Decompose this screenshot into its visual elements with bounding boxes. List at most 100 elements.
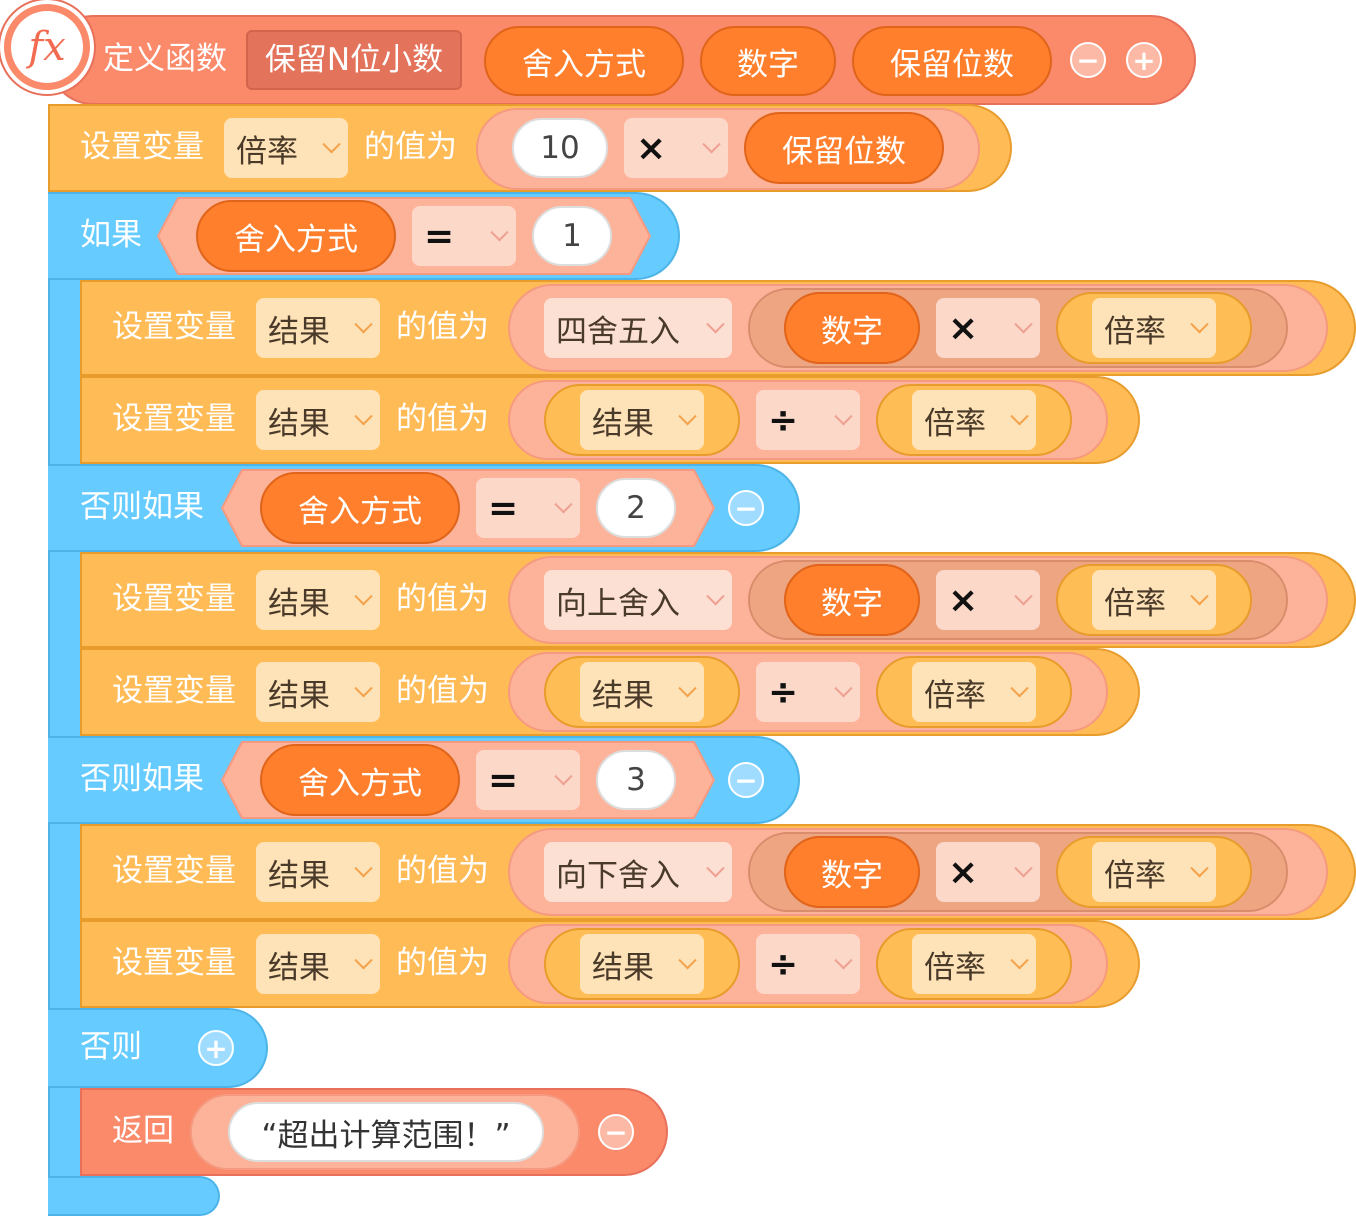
comparison-value-input[interactable]: 2	[596, 478, 676, 538]
rate-variable-dropdown[interactable]: 倍率	[1092, 570, 1216, 630]
dropdown-value: =	[424, 215, 455, 257]
param-digits[interactable]: 保留位数	[852, 26, 1052, 96]
result-variable-dropdown[interactable]: 结果	[256, 842, 380, 902]
rate-variable-dropdown[interactable]: 倍率	[912, 662, 1036, 722]
operator-dropdown[interactable]: ×	[624, 118, 728, 178]
dropdown-value: ×	[948, 307, 979, 349]
else-header[interactable]	[48, 1008, 268, 1088]
chevron-down-icon	[1014, 586, 1033, 605]
set-variable-label: 设置变量	[112, 309, 236, 345]
comparison-dropdown[interactable]: =	[412, 206, 516, 266]
operator-dropdown[interactable]: ×	[936, 298, 1040, 358]
dropdown-value: 向下舍入	[556, 857, 680, 894]
result-variable-dropdown[interactable]: 结果	[256, 570, 380, 630]
rate-variable-dropdown[interactable]: 倍率	[224, 118, 348, 178]
if-label: 如果	[80, 217, 142, 253]
chevron-down-icon	[1014, 858, 1033, 877]
chevron-down-icon	[834, 678, 853, 697]
comparison-value-input[interactable]: 3	[596, 750, 676, 810]
comparison-value-input[interactable]: 1	[532, 206, 612, 266]
value-label: 的值为	[396, 945, 489, 981]
dropdown-value: 倍率	[924, 949, 986, 986]
dropdown-value: 倍率	[1104, 313, 1166, 350]
result-variable-dropdown[interactable]: 结果	[256, 390, 380, 450]
remove-return-button[interactable]: −	[598, 1114, 634, 1150]
result-variable-dropdown[interactable]: 结果	[256, 934, 380, 994]
chevron-down-icon	[354, 950, 373, 969]
operator-dropdown[interactable]: ÷	[756, 934, 860, 994]
remove-branch-button[interactable]: −	[728, 762, 764, 798]
chevron-down-icon	[1014, 314, 1033, 333]
result-variable-dropdown[interactable]: 结果	[256, 662, 380, 722]
function-name-field[interactable]: 保留N位小数	[246, 30, 462, 90]
param-number-reporter[interactable]: 数字	[784, 564, 920, 636]
result-variable-dropdown[interactable]: 结果	[580, 662, 704, 722]
value-label: 的值为	[396, 673, 489, 709]
param-rounding-mode-reporter[interactable]: 舍入方式	[260, 472, 460, 544]
dropdown-value: =	[488, 759, 519, 801]
operator-dropdown[interactable]: ÷	[756, 390, 860, 450]
result-variable-dropdown[interactable]: 结果	[580, 934, 704, 994]
value-label: 的值为	[396, 853, 489, 889]
param-rounding-mode[interactable]: 舍入方式	[484, 26, 684, 96]
param-number-reporter[interactable]: 数字	[784, 292, 920, 364]
else-label: 否则	[80, 1029, 142, 1065]
chevron-down-icon	[834, 406, 853, 425]
comparison-dropdown[interactable]: =	[476, 478, 580, 538]
comparison-dropdown[interactable]: =	[476, 750, 580, 810]
param-rounding-mode-reporter[interactable]: 舍入方式	[260, 744, 460, 816]
function-name: 保留N位小数	[264, 41, 444, 78]
dropdown-value: 向上舍入	[556, 585, 680, 622]
param-rounding-mode-reporter[interactable]: 舍入方式	[196, 200, 396, 272]
result-variable-dropdown[interactable]: 结果	[580, 390, 704, 450]
number-input[interactable]: 10	[512, 118, 608, 178]
add-branch-button[interactable]: +	[198, 1030, 234, 1066]
chevron-down-icon	[1190, 858, 1209, 877]
param-number-reporter[interactable]: 数字	[784, 836, 920, 908]
round-function-dropdown[interactable]: 四舍五入	[544, 298, 732, 358]
chevron-down-icon	[1010, 678, 1029, 697]
round-function-dropdown[interactable]: 向上舍入	[544, 570, 732, 630]
remove-branch-button[interactable]: −	[728, 490, 764, 526]
set-variable-label: 设置变量	[112, 581, 236, 617]
dropdown-value: ×	[948, 851, 979, 893]
chevron-down-icon	[322, 134, 341, 153]
operator-dropdown[interactable]: ×	[936, 842, 1040, 902]
rate-variable-dropdown[interactable]: 倍率	[1092, 298, 1216, 358]
return-text-input[interactable]: “超出计算范围！”	[228, 1102, 544, 1162]
dropdown-value: 倍率	[236, 133, 298, 170]
dropdown-value: 结果	[592, 949, 654, 986]
chevron-down-icon	[554, 766, 573, 785]
chevron-down-icon	[354, 678, 373, 697]
rate-variable-dropdown[interactable]: 倍率	[1092, 842, 1216, 902]
round-function-dropdown[interactable]: 向下舍入	[544, 842, 732, 902]
chevron-down-icon	[554, 494, 573, 513]
remove-param-button[interactable]: −	[1070, 42, 1106, 78]
param-number[interactable]: 数字	[700, 26, 836, 96]
else-if-label: 否则如果	[80, 489, 204, 525]
chevron-down-icon	[354, 586, 373, 605]
chevron-down-icon	[1010, 950, 1029, 969]
add-param-button[interactable]: +	[1126, 42, 1162, 78]
chevron-down-icon	[354, 406, 373, 425]
dropdown-value: ×	[948, 579, 979, 621]
param-digits-reporter[interactable]: 保留位数	[744, 112, 944, 184]
operator-dropdown[interactable]: ×	[936, 570, 1040, 630]
chevron-down-icon	[706, 314, 725, 333]
value-label: 的值为	[364, 129, 457, 165]
chevron-down-icon	[1010, 406, 1029, 425]
dropdown-value: =	[488, 487, 519, 529]
dropdown-value: 结果	[592, 677, 654, 714]
dropdown-value: 结果	[268, 585, 330, 622]
rate-variable-dropdown[interactable]: 倍率	[912, 390, 1036, 450]
set-variable-label: 设置变量	[112, 401, 236, 437]
chevron-down-icon	[354, 858, 373, 877]
chevron-down-icon	[706, 586, 725, 605]
operator-dropdown[interactable]: ÷	[756, 662, 860, 722]
chevron-down-icon	[1190, 586, 1209, 605]
set-variable-label: 设置变量	[112, 853, 236, 889]
result-variable-dropdown[interactable]: 结果	[256, 298, 380, 358]
dropdown-value: ×	[636, 127, 667, 169]
rate-variable-dropdown[interactable]: 倍率	[912, 934, 1036, 994]
dropdown-value: ÷	[768, 671, 799, 713]
